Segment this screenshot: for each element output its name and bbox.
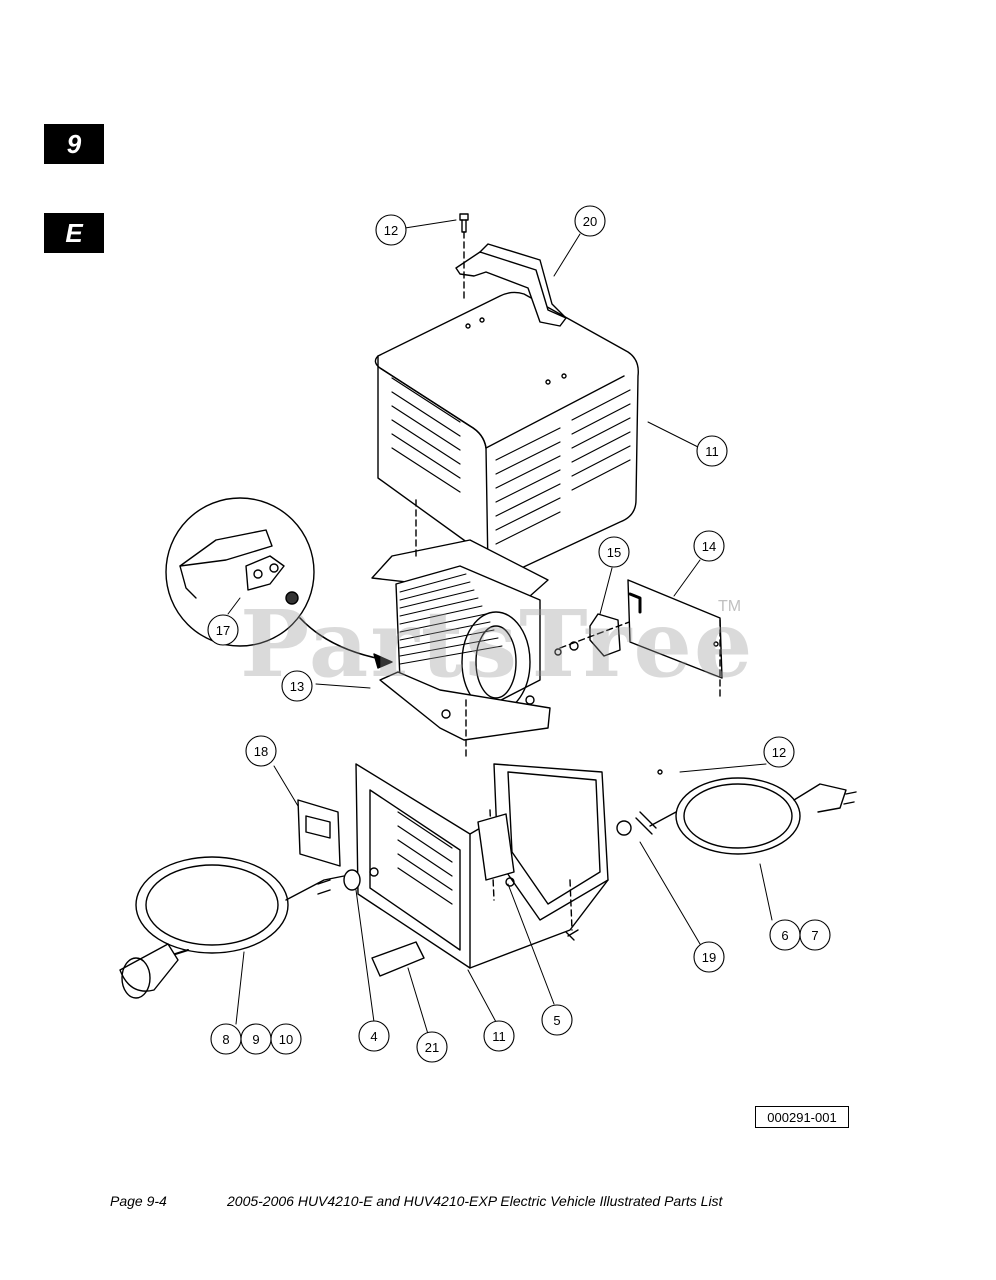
callout-label: 12	[772, 745, 786, 760]
ac-input-cord	[616, 769, 857, 855]
document-title: 2005-2006 HUV4210-E and HUV4210-EXP Elec…	[227, 1193, 723, 1209]
callout-label: 4	[370, 1029, 377, 1044]
watermark-logo: PartsTree	[240, 590, 755, 698]
callout-label: 10	[279, 1032, 293, 1047]
callout-label: 20	[583, 214, 597, 229]
capacitor	[477, 813, 515, 881]
callout-label: 19	[702, 950, 716, 965]
page-number: Page 9-4	[110, 1193, 167, 1209]
callout-label: 17	[216, 623, 230, 638]
section-tab-9: 9	[44, 124, 104, 164]
callout-label: 9	[252, 1032, 259, 1047]
base-enclosure	[355, 763, 609, 969]
transformer	[371, 499, 551, 761]
callout-label: 8	[222, 1032, 229, 1047]
callout-bubbles	[207, 205, 831, 1063]
leader-lines	[227, 219, 773, 1035]
top-cover	[374, 291, 639, 580]
callout-label: 5	[553, 1013, 560, 1028]
callout-label: 18	[254, 744, 268, 759]
callout-label: 11	[705, 444, 719, 459]
callout-label: 14	[702, 539, 716, 554]
ammeter	[297, 799, 341, 867]
callout-label: 6	[781, 928, 788, 943]
fuse-holder	[371, 941, 425, 977]
strain-relief	[343, 869, 361, 891]
screw-top	[459, 213, 469, 301]
cover-plate	[627, 579, 723, 701]
inset-detail	[165, 497, 393, 669]
subsection-tab-e: E	[44, 213, 104, 253]
callout-label: 21	[425, 1040, 439, 1055]
callout-label: 13	[290, 679, 304, 694]
callout-label: 11	[492, 1029, 506, 1044]
callout-label: 15	[607, 545, 621, 560]
dc-output-cord	[119, 856, 345, 999]
watermark-tm: TM	[718, 598, 742, 615]
figure-id: 000291-001	[755, 1106, 849, 1128]
callout-label: 7	[811, 928, 818, 943]
circuit-breaker	[554, 611, 657, 657]
handle	[455, 243, 567, 327]
callout-label: 12	[384, 223, 398, 238]
